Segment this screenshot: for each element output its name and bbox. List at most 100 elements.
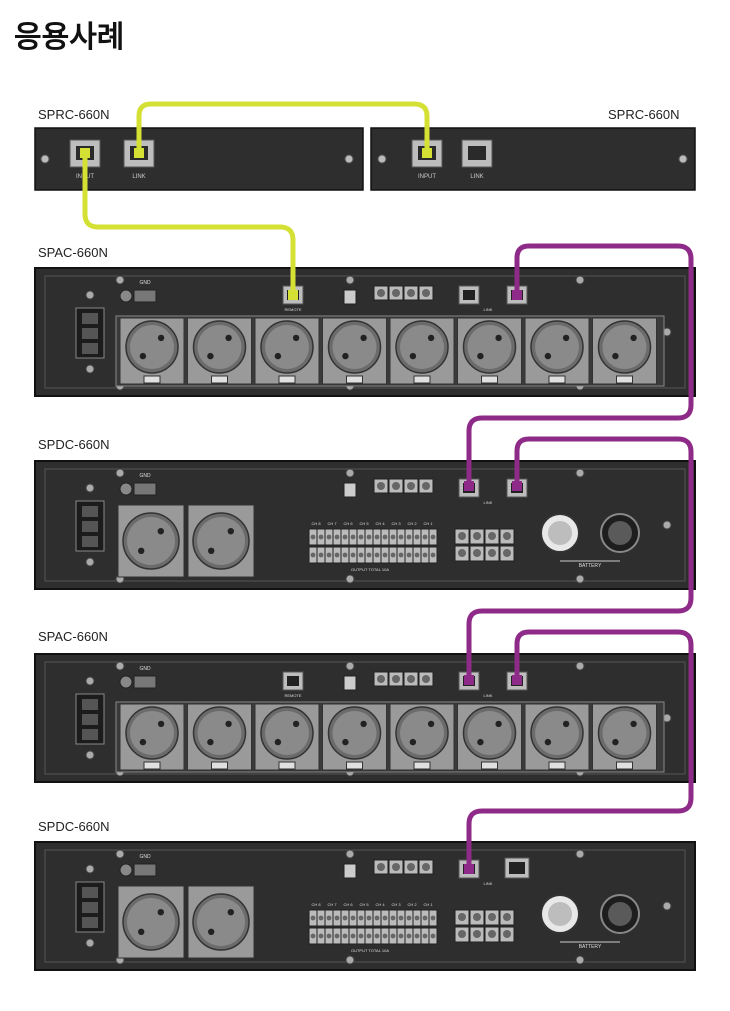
channel-terminal-screw — [398, 933, 404, 939]
outlet-label — [481, 375, 498, 384]
channel-terminal-screw — [310, 534, 316, 540]
outlet-pin — [630, 720, 637, 728]
rc-right-link-label: LINK — [470, 174, 483, 180]
outlet-face — [535, 325, 579, 369]
magenta-cable-1 — [466, 243, 694, 490]
channel-terminal-screw — [350, 552, 356, 558]
gnd-label: GND — [139, 280, 151, 286]
channel-terminal-screw — [382, 534, 388, 540]
outlet-label — [413, 375, 431, 384]
screw — [85, 557, 95, 567]
channel-terminal-screw — [390, 933, 396, 939]
battery-knob-positive-center — [548, 521, 572, 545]
channel-terminal-screw — [390, 552, 396, 558]
channel-terminal-screw — [342, 915, 348, 921]
outlet-pin — [427, 720, 435, 728]
outlet-pin — [208, 547, 215, 554]
outlet-pin — [409, 738, 417, 746]
terminal-screw — [377, 289, 385, 297]
battery-terminal-screw — [473, 532, 481, 540]
power-terminal — [82, 699, 98, 710]
outlet-label — [143, 375, 161, 384]
channel-terminal-screw — [382, 552, 388, 558]
outlet-face — [332, 325, 377, 369]
outlet-pin — [225, 720, 232, 728]
channel-terminal-screw — [398, 534, 404, 540]
channel-terminal-screw — [326, 915, 332, 921]
channel-terminal-screw — [414, 933, 420, 939]
outlet-face — [265, 325, 309, 369]
battery-terminal-screw — [503, 913, 511, 921]
gnd-label: GND — [139, 854, 151, 860]
chassis-inner — [44, 849, 686, 963]
screw — [575, 955, 585, 965]
channel-label-5: CH 5 — [359, 521, 369, 526]
outlet-pin — [544, 352, 552, 360]
channel-terminal-screw — [326, 933, 332, 939]
outlet-pin — [292, 334, 300, 342]
chassis-inner — [44, 468, 686, 582]
channel-terminal-screw — [318, 552, 324, 558]
channel-terminal-screw — [334, 933, 340, 939]
unit-label-pac-2: SPAC-660N — [38, 629, 108, 644]
link-port-label: LINK — [484, 500, 493, 505]
channel-label-4: CH 4 — [375, 521, 385, 526]
terminal-screw — [422, 289, 430, 297]
terminal-screw — [377, 863, 385, 871]
outlet-face — [130, 711, 174, 755]
outlet-pin — [562, 720, 570, 728]
outlet-pin — [157, 528, 164, 535]
outlet-label — [616, 761, 633, 770]
power-terminal — [82, 328, 98, 339]
battery-terminal-screw — [488, 549, 496, 557]
outlet-pin — [138, 928, 145, 935]
channel-terminal-screw — [374, 915, 380, 921]
power-terminal — [82, 313, 98, 324]
battery-terminal-screw — [503, 930, 511, 938]
outlet-label — [211, 375, 228, 384]
channel-terminal-screw — [366, 933, 372, 939]
rc-left-link-label: LINK — [132, 174, 145, 180]
outlet-pin — [495, 720, 502, 728]
outlet-pin — [612, 352, 619, 360]
unit-label-pac-1: SPAC-660N — [38, 245, 108, 260]
channel-terminal-screw — [318, 534, 324, 540]
output-total-label: OUTPUT TOTAL 10A — [351, 948, 389, 953]
remote-port-label: REMOTE — [284, 693, 301, 698]
gnd-icon — [119, 675, 133, 689]
channel-terminal-screw — [310, 915, 316, 921]
gnd-label: GND — [139, 473, 151, 479]
unit-label-rc-right: SPRC-660N — [608, 107, 680, 122]
outlet-face — [127, 517, 175, 565]
screw — [345, 468, 355, 478]
mode-switch — [343, 675, 357, 691]
terminal-screw — [422, 482, 430, 490]
terminal-screw — [407, 675, 415, 683]
remote-controller-right: INPUT LINK — [370, 127, 696, 191]
cables — [82, 101, 694, 873]
screw — [85, 864, 95, 874]
battery-terminal-screw — [503, 549, 511, 557]
remote-port-jack — [287, 676, 299, 686]
channel-label-3: CH 3 — [391, 902, 401, 907]
battery-terminal-screw — [473, 913, 481, 921]
outlet-face — [332, 711, 377, 755]
channel-terminal-screw — [366, 915, 372, 921]
screw — [85, 290, 95, 300]
battery-label: BATTERY — [579, 563, 602, 569]
channel-label-7: CH 7 — [327, 902, 337, 907]
screw — [345, 955, 355, 965]
channel-terminal-screw — [406, 534, 412, 540]
rc-right-input-label: INPUT — [418, 174, 436, 180]
channel-terminal-screw — [318, 933, 324, 939]
outlet-face — [602, 325, 647, 369]
outlet-label — [278, 761, 296, 770]
mode-switch — [343, 863, 357, 879]
link-port-in-jack — [463, 290, 475, 300]
outlet-pin — [477, 738, 484, 746]
mode-switch — [343, 482, 357, 498]
gnd-icon — [119, 863, 133, 877]
power-terminal — [82, 714, 98, 725]
outlet-label — [548, 375, 566, 384]
